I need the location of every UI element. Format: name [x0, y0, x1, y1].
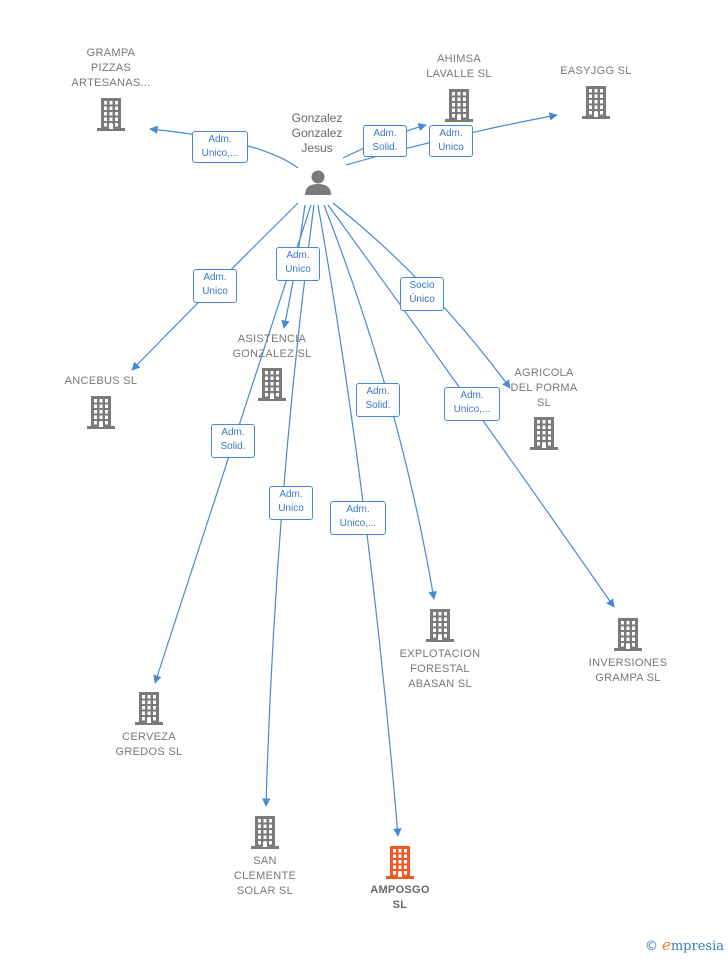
- building-icon-asistencia[interactable]: [257, 367, 287, 401]
- company-name: AHIMSA LAVALLE SL: [426, 53, 492, 80]
- company-label-cerveza[interactable]: CERVEZA GREDOS SL: [116, 730, 183, 760]
- empresia-logo[interactable]: ©empresia: [645, 936, 724, 954]
- person-head: [311, 170, 325, 184]
- company-label-san-clemente[interactable]: SAN CLEMENTE SOLAR SL: [234, 854, 296, 899]
- brand-initial: e: [661, 936, 671, 954]
- company-name: CERVEZA GREDOS SL: [115, 731, 183, 758]
- building-icon-ahimsa[interactable]: [444, 88, 474, 122]
- relation-label-inversiones[interactable]: Adm. Unico,...: [444, 387, 500, 421]
- person-name[interactable]: Gonzalez Gonzalez Jesus: [291, 111, 343, 155]
- relation-label-asistencia[interactable]: Adm. Unico: [276, 247, 320, 281]
- copyright-symbol: ©: [644, 939, 658, 954]
- company-name: EXPLOTACION FORESTAL ABASAN SL: [399, 648, 481, 690]
- brand-rest: mpresia: [670, 939, 724, 954]
- company-label-asistencia[interactable]: ASISTENCIA GONZALEZ SL: [232, 332, 311, 362]
- company-name: GRAMPA PIZZAS ARTESANAS...: [71, 47, 151, 89]
- relation-label-amposgo[interactable]: Adm. Unico,...: [330, 501, 386, 535]
- company-name: INVERSIONES GRAMPA SL: [588, 657, 668, 684]
- building-icon-grampa-pizzas[interactable]: [96, 97, 126, 131]
- company-name: AMPOSGO SL: [370, 884, 430, 911]
- company-label-agricola[interactable]: AGRICOLA DEL PORMA SL: [510, 366, 577, 411]
- company-label-inversiones[interactable]: INVERSIONES GRAMPA SL: [589, 656, 668, 686]
- building-icon-easyjgg[interactable]: [581, 85, 611, 119]
- building-icon-agricola[interactable]: [529, 416, 559, 450]
- relation-label-agricola[interactable]: Socio Único: [400, 277, 444, 311]
- building-icon-san-clemente[interactable]: [250, 815, 280, 849]
- building-icon-amposgo[interactable]: [385, 845, 415, 879]
- building-icon-cerveza[interactable]: [134, 691, 164, 725]
- person-body: [305, 184, 331, 195]
- company-name: ANCEBUS SL: [64, 375, 138, 387]
- building-icon-inversiones[interactable]: [613, 617, 643, 651]
- relation-label-san-clemente[interactable]: Adm. Unico: [269, 486, 313, 520]
- relation-label-easyjgg[interactable]: Adm. Unico: [429, 125, 473, 157]
- building-icon-explotacion[interactable]: [425, 608, 455, 642]
- relation-label-ahimsa[interactable]: Adm. Solid.: [363, 125, 407, 157]
- relation-label-grampa-pizzas[interactable]: Adm. Unico,...: [192, 131, 248, 163]
- company-name: AGRICOLA DEL PORMA SL: [510, 367, 578, 409]
- company-label-explotacion[interactable]: EXPLOTACION FORESTAL ABASAN SL: [400, 647, 481, 692]
- company-name: EASYJGG SL: [560, 65, 632, 77]
- relation-label-ancebus[interactable]: Adm. Unico: [193, 269, 237, 303]
- company-label-ancebus[interactable]: ANCEBUS SL: [65, 374, 138, 389]
- company-label-grampa-pizzas[interactable]: GRAMPA PIZZAS ARTESANAS...: [71, 46, 150, 91]
- relation-label-cerveza[interactable]: Adm. Solid.: [211, 424, 255, 458]
- edges: [131, 112, 615, 837]
- company-label-easyjgg[interactable]: EASYJGG SL: [560, 64, 631, 79]
- company-label-amposgo[interactable]: AMPOSGO SL: [370, 883, 430, 913]
- relation-label-explotacion[interactable]: Adm. Solid.: [356, 383, 400, 417]
- company-name: ASISTENCIA GONZALEZ SL: [232, 333, 312, 360]
- company-name: SAN CLEMENTE SOLAR SL: [233, 855, 297, 897]
- building-icon-ancebus[interactable]: [86, 395, 116, 429]
- company-label-ahimsa[interactable]: AHIMSA LAVALLE SL: [426, 52, 492, 82]
- person-icon[interactable]: [305, 170, 331, 196]
